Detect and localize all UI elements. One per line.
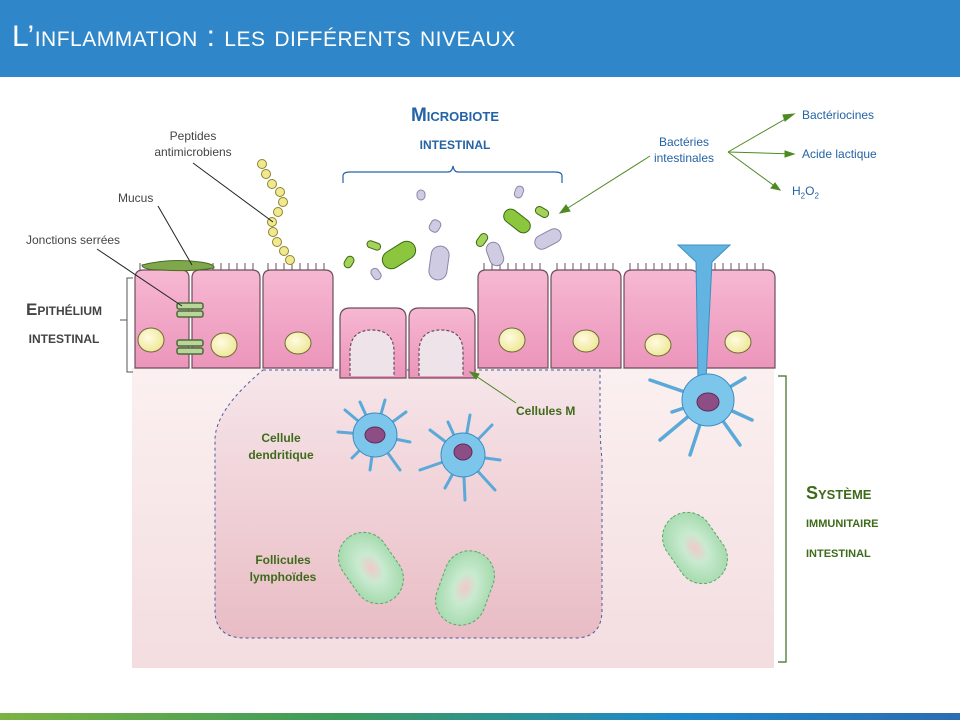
nuclei (137, 327, 752, 358)
label-h2o2-o: O (805, 184, 815, 198)
label-acide-lactique: Acide lactique (802, 147, 877, 161)
dendritic-cell-3 (648, 244, 754, 457)
label-h2o2-h: H (792, 184, 801, 198)
label-bacteries-line1: Bactéries (658, 135, 710, 149)
microvilli-right (483, 263, 764, 270)
label-cellule-dendritique-line1: Cellule (261, 431, 301, 445)
page-title: L’inflammation : les différents niveaux (12, 20, 516, 53)
label-jonctions: Jonctions serrées (26, 233, 121, 247)
microbiote-brace (342, 165, 563, 183)
label-cellule-dendritique: Cellule dendritique (236, 430, 326, 464)
mucus-strand (141, 260, 215, 272)
label-h2o2-sub2: 2 (814, 191, 819, 201)
footer-bar (0, 713, 960, 720)
label-follicules: Follicules lymphoïdes (238, 552, 328, 586)
bacteria-green (343, 206, 550, 270)
m-cells (339, 307, 476, 379)
antimicrobial-peptides (257, 159, 295, 265)
label-mucus: Mucus (118, 191, 154, 205)
label-systeme-line1: Système (806, 483, 872, 503)
label-bacteries-line2: intestinales (653, 151, 715, 165)
label-peptides: Peptides antimicrobiens (138, 128, 248, 160)
label-bacteriocines: Bactériocines (802, 108, 875, 122)
arrows-green (468, 113, 796, 404)
label-h2o2: H2O2 (792, 184, 819, 200)
label-cellule-dendritique-line2: dendritique (248, 448, 314, 462)
dendritic-cell-2 (418, 413, 502, 502)
label-h2o2-sub1: 2 (800, 191, 806, 201)
epithelium-bracket (126, 277, 133, 373)
label-microbiote-line2: intestinal (419, 134, 491, 153)
immune-bracket (778, 375, 787, 663)
label-follicules-line1: Follicules (255, 553, 311, 567)
label-epithelium-line2: intestinal (28, 328, 100, 347)
pointer-lines (96, 162, 274, 307)
bacteria-grey (370, 185, 562, 281)
label-systeme-line2: immunitaire (806, 514, 879, 531)
lymphoid-follicles (338, 511, 728, 626)
header-bar: L’inflammation : les différents niveaux (0, 0, 960, 77)
label-systeme-immunitaire: Système immunitaire intestinal (806, 478, 879, 568)
label-systeme-line3: intestinal (806, 544, 871, 561)
label-follicules-line2: lymphoïdes (249, 570, 317, 584)
tight-junctions (176, 302, 204, 355)
label-cellules-m: Cellules M (516, 404, 576, 418)
dendritic-cell-1 (336, 398, 412, 472)
label-microbiote-line1: Microbiote (410, 105, 500, 126)
label-bacteries: Bactéries intestinales (638, 134, 730, 166)
label-epithelium-line1: Epithélium (25, 300, 102, 319)
label-peptides-line2: antimicrobiens (154, 145, 232, 159)
label-microbiote: Microbiote intestinal (380, 102, 530, 158)
epithelium-right (477, 269, 776, 369)
peyer-patch-dome (214, 369, 603, 639)
label-epithelium: Epithélium intestinal (8, 296, 120, 352)
label-peptides-line1: Peptides (169, 129, 217, 143)
